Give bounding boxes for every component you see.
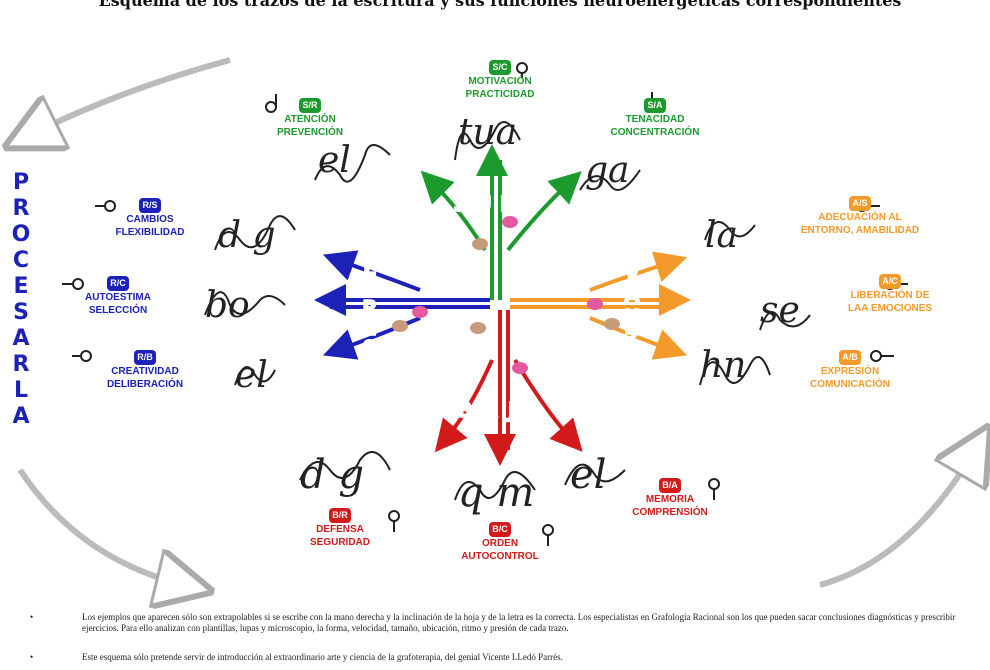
decorative-blobs	[392, 216, 620, 374]
handwriting-strokes	[204, 121, 811, 501]
sample-top-left: el	[318, 140, 351, 181]
sample-right-2: se	[760, 290, 800, 331]
armRight-letter: N	[623, 305, 641, 329]
armLeft-letter: R	[362, 296, 379, 320]
page-title: Esquema de los trazos de la escritura y …	[98, 0, 902, 10]
sample-right-1: la	[705, 215, 738, 256]
bottom-heading: ALMACENARLA (PODER)	[225, 569, 775, 604]
sample-left-3: el	[235, 355, 268, 396]
leftWord-letter: E	[13, 274, 29, 299]
armRight-letter: A	[624, 283, 641, 307]
sample-left-1: d g	[218, 215, 276, 256]
armLeft-letter: E	[362, 256, 377, 280]
rightWord-letter: A	[964, 197, 983, 224]
armRight-letter: V	[624, 261, 641, 285]
down-arrows	[434, 310, 583, 466]
rightWord-letter: T	[965, 147, 982, 174]
rightWord-letter: R	[964, 372, 982, 399]
armLeft-letter: E	[362, 316, 377, 340]
sample-top-center: tua	[458, 112, 518, 153]
armLeft-letter: R	[362, 236, 379, 260]
leftWord-letter: A	[12, 404, 30, 429]
rightWord-letter: L	[965, 397, 981, 424]
leftWord-letter: R	[12, 196, 30, 221]
sample-bottom-1: d g	[300, 452, 364, 498]
arm-down-label: BAJA	[456, 397, 551, 423]
armRight-letter: A	[624, 239, 641, 263]
leftWord-letter: L	[13, 378, 29, 403]
left-arrows	[314, 250, 490, 360]
rightWord-letter: E	[965, 297, 982, 324]
up-arrows	[420, 144, 582, 300]
rightWord-letter: R	[964, 172, 982, 199]
armLeft-letter: S	[362, 336, 378, 360]
sample-bottom-2: q m	[458, 470, 535, 516]
armRight-letter: Z	[624, 327, 640, 351]
leftWord-letter: O	[11, 222, 31, 247]
sample-left-2: bo	[205, 285, 250, 326]
rightWord-letter: R	[964, 322, 982, 349]
rightWord-letter: I	[968, 347, 978, 374]
armLeft-letter: G	[361, 276, 379, 300]
corner-arrow-bottom-left	[17, 468, 185, 585]
sample-bottom-3: el	[570, 452, 607, 498]
footnote-1: • Los ejemplos que aparecen sólo son ext…	[30, 612, 956, 633]
bullet: •	[30, 612, 34, 622]
leftWord-letter: S	[13, 300, 29, 325]
leftWord-letter: A	[12, 326, 30, 351]
leftWord-letter: R	[12, 352, 30, 377]
sample-right-3: hn	[700, 345, 747, 386]
footnote-2: • Este esquema sólo pretende servir de i…	[30, 652, 563, 662]
corner-arrow-top-left	[30, 57, 231, 135]
sample-top-right: ga	[585, 150, 630, 191]
corner-arrow-bottom-right	[819, 450, 975, 588]
top-heading: TOMAR ENERGÍA	[338, 9, 681, 39]
rightWord-letter: S	[964, 247, 981, 274]
bullet: •	[30, 652, 34, 662]
armRight-letter: A	[624, 349, 641, 373]
rightWord-letter: F	[965, 272, 982, 299]
armLeft-letter: A	[362, 356, 379, 380]
leftWord-letter: P	[12, 170, 30, 195]
rightWord-letter: N	[963, 222, 983, 249]
leftWord-letter: C	[12, 248, 30, 273]
arm-up-label: SUBE	[452, 191, 545, 217]
